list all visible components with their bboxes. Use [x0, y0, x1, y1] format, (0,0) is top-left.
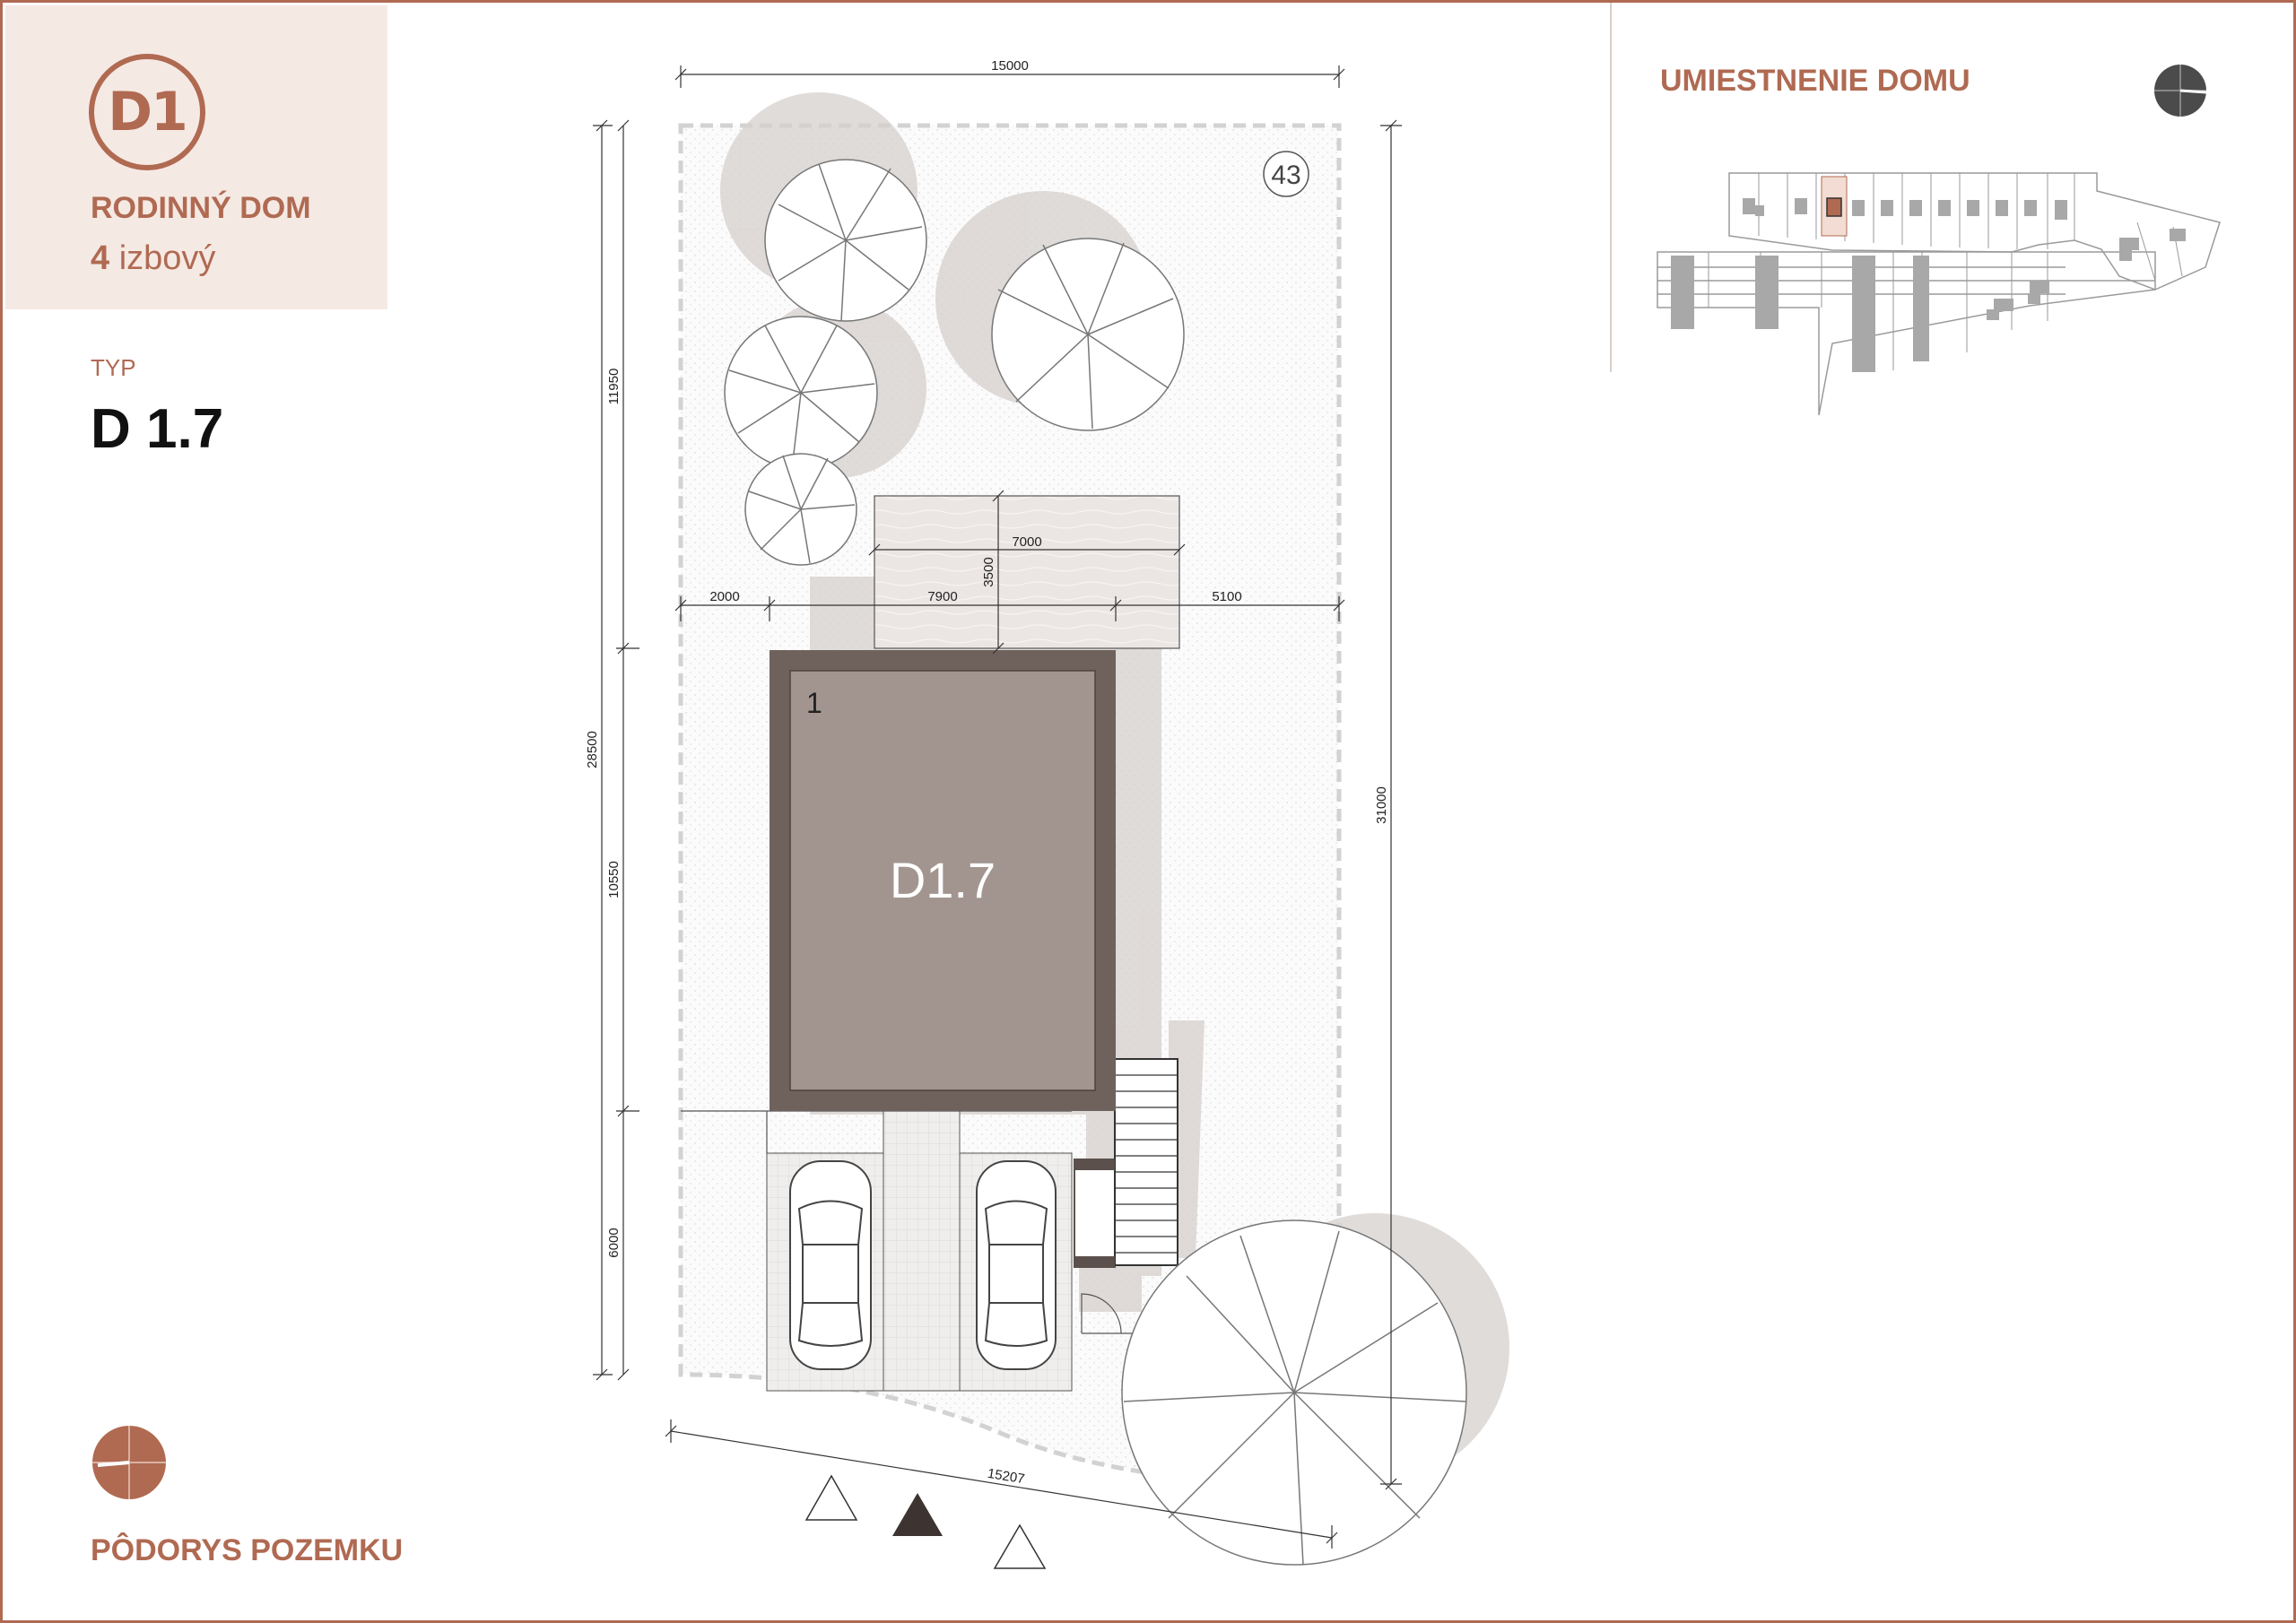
house-label: D1.7 — [890, 852, 996, 908]
tree-icon — [724, 316, 878, 470]
entry-marker: 1 — [806, 687, 822, 719]
dim-terrace-width: 7000 — [1012, 534, 1041, 550]
site-location-map — [1657, 172, 2221, 416]
room-count-label: izbový — [118, 239, 216, 277]
typ-value: D 1.7 — [91, 398, 224, 460]
dim-right-depth: 31000 — [1374, 786, 1389, 824]
house-footprint: D1.7 1 — [770, 650, 1116, 1111]
location-title: UMIESTNENIE DOMU — [1660, 64, 1970, 98]
location-compass-icon — [2154, 65, 2207, 117]
triangle-marker-icon — [804, 1474, 1047, 1569]
dim-parking-depth: 6000 — [606, 1228, 622, 1257]
footer-title: PÔDORYS POZEMKU — [91, 1533, 404, 1567]
section-divider — [1610, 3, 1612, 372]
dim-left-offset: 2000 — [709, 589, 739, 604]
dim-house-width: 7900 — [927, 589, 957, 604]
dim-right-offset: 5100 — [1212, 589, 1241, 604]
stairs — [1074, 1058, 1178, 1334]
house-type-title: RODINNÝ DOM — [91, 191, 311, 225]
room-count: 4 izbový — [91, 239, 215, 278]
tree-icon — [991, 238, 1185, 431]
dim-house-depth: 10550 — [606, 861, 622, 898]
room-count-number: 4 — [91, 239, 110, 277]
house-badge: D1 — [89, 54, 205, 170]
terrace — [874, 495, 1180, 649]
svg-text:43: 43 — [1271, 161, 1300, 190]
dim-bottom-width: 15207 — [987, 1466, 1026, 1487]
dim-total-left: 28500 — [585, 731, 600, 768]
dimension-lines — [593, 65, 1402, 1549]
dim-terrace-depth: 3500 — [981, 557, 996, 586]
dim-front-depth: 11950 — [606, 369, 622, 405]
car-icon — [976, 1160, 1057, 1370]
plot-number: 43 — [1263, 151, 1309, 197]
north-compass-icon — [92, 1426, 166, 1499]
title-block — [5, 5, 387, 309]
site-plan: 43 — [585, 58, 1509, 1569]
tree-icon — [1121, 1219, 1467, 1566]
highlighted-house — [1826, 197, 1842, 217]
car-icon — [789, 1160, 872, 1370]
tree-icon — [744, 453, 857, 566]
typ-label: TYP — [91, 354, 136, 381]
dimension-labels: 15000 7000 3500 2000 7900 5100 28500 119… — [585, 58, 1389, 1487]
tree-icon — [764, 159, 927, 322]
walkway — [883, 1110, 961, 1392]
dim-top-width: 15000 — [991, 58, 1029, 74]
